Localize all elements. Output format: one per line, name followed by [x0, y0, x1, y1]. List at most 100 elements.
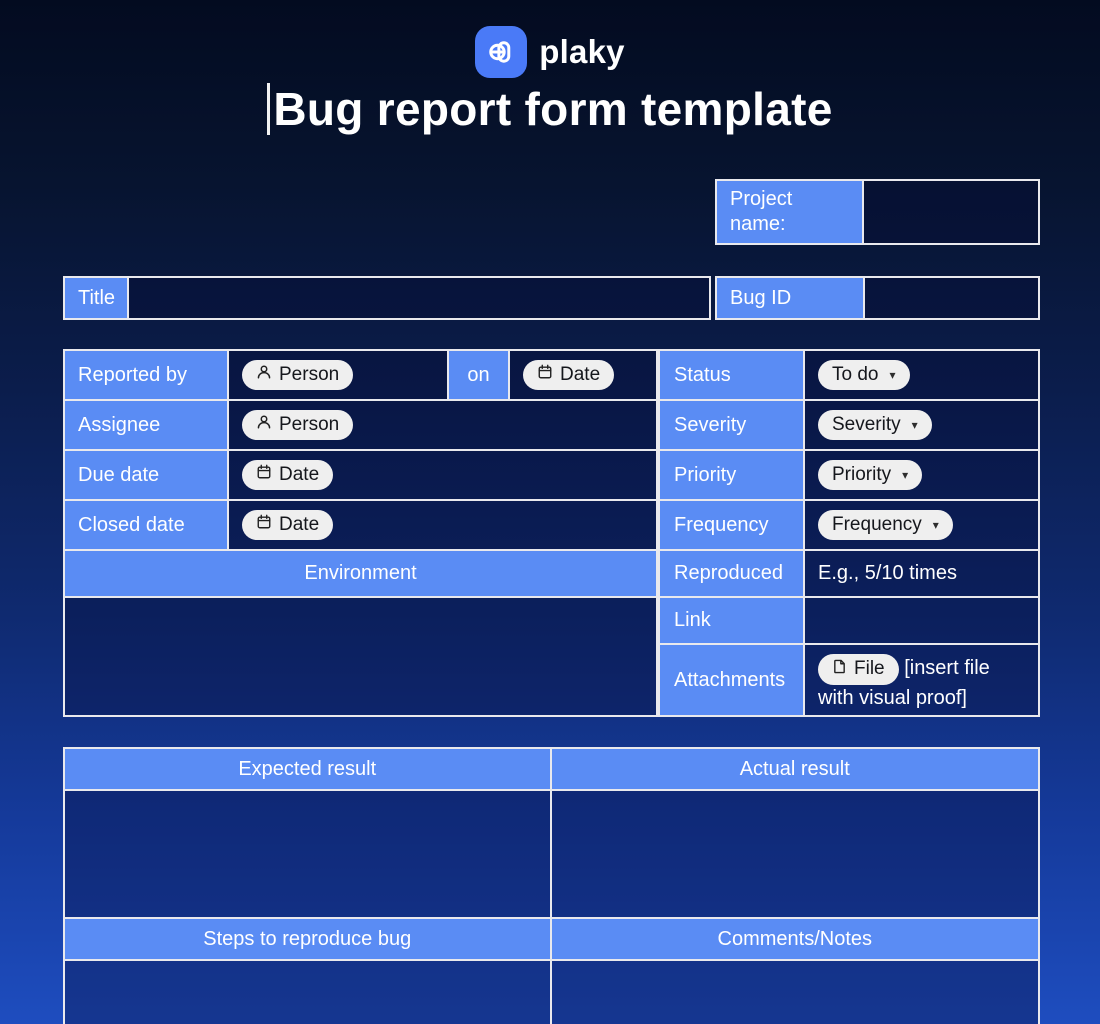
chip-label: Person [279, 363, 340, 385]
reported-by-person-chip[interactable]: Person [242, 359, 354, 391]
closed-date-field: Date [229, 501, 656, 549]
attachments-field: File [insert file with visual proof] [805, 645, 1038, 715]
expected-result-field[interactable] [65, 791, 552, 917]
results-table: Expected result Actual result Steps to r… [63, 747, 1040, 1024]
results-body-row [65, 791, 1038, 919]
actual-result-header: Actual result [551, 749, 1038, 789]
caret-down-icon: ▾ [889, 367, 896, 382]
title-field[interactable] [129, 278, 709, 318]
closed-date-chip[interactable]: Date [242, 509, 334, 541]
attachments-note: [insert file with visual proof] [818, 657, 990, 709]
environment-field[interactable] [65, 598, 656, 715]
attachments-row: Attachments File [insert file with [660, 645, 1038, 715]
frequency-label: Frequency [660, 501, 805, 549]
calendar-icon [256, 464, 272, 487]
chip-label: Date [279, 463, 320, 485]
bug-id-label: Bug ID [717, 278, 865, 318]
status-label: Status [660, 351, 805, 399]
due-date-row: Due date Date [65, 451, 656, 501]
comments-header: Comments/Notes [551, 919, 1038, 959]
attachments-file-chip[interactable]: File [818, 654, 899, 685]
chip-label: Date [279, 513, 320, 535]
due-date-field: Date [229, 451, 656, 499]
priority-dropdown[interactable]: Priority ▾ [818, 459, 923, 491]
reported-on-date-chip[interactable]: Date [523, 359, 615, 391]
severity-label: Severity [660, 401, 805, 449]
calendar-icon [256, 514, 272, 537]
link-field[interactable] [805, 598, 1038, 643]
frequency-dropdown[interactable]: Frequency ▾ [818, 509, 953, 541]
frequency-field: Frequency ▾ [805, 501, 1038, 549]
reported-on-field: Date [510, 351, 656, 399]
steps-header: Steps to reproduce bug [65, 919, 552, 959]
chip-label: Person [279, 413, 340, 435]
severity-dropdown[interactable]: Severity ▾ [818, 409, 932, 441]
plaky-logo-icon [475, 26, 528, 78]
project-name-table: Project name: [715, 179, 1040, 245]
details-table: Reported by Person on [63, 349, 658, 717]
bug-id-table: Bug ID [715, 276, 1040, 320]
on-label: on [449, 351, 510, 399]
text-cursor [267, 83, 271, 135]
status-dropdown[interactable]: To do ▾ [818, 359, 910, 391]
page-title[interactable]: Bug report form template [273, 83, 833, 135]
chip-label: Frequency [832, 513, 922, 535]
environment-value-row [65, 598, 656, 715]
due-date-label: Due date [65, 451, 229, 499]
actual-result-field[interactable] [551, 791, 1038, 917]
chip-label: Priority [832, 463, 892, 485]
steps-body-row [65, 961, 1038, 1024]
brand-header: plaky [0, 0, 1100, 78]
closed-date-row: Closed date Date [65, 501, 656, 551]
project-name-field[interactable] [864, 181, 1038, 243]
severity-field: Severity ▾ [805, 401, 1038, 449]
status-field: To do ▾ [805, 351, 1038, 399]
due-date-chip[interactable]: Date [242, 459, 334, 491]
priority-row: Priority Priority ▾ [660, 451, 1038, 501]
chip-label: Severity [832, 413, 901, 435]
brand-name: plaky [539, 33, 625, 70]
environment-header: Environment [65, 551, 656, 596]
link-label: Link [660, 598, 805, 643]
assignee-person-chip[interactable]: Person [242, 409, 354, 441]
severity-row: Severity Severity ▾ [660, 401, 1038, 451]
chip-label: To do [832, 363, 879, 385]
caret-down-icon: ▾ [911, 417, 918, 432]
steps-header-row: Steps to reproduce bug Comments/Notes [65, 919, 1038, 961]
priority-label: Priority [660, 451, 805, 499]
project-name-label: Project name: [717, 181, 864, 243]
status-table: Status To do ▾ Severity Severity ▾ [658, 349, 1040, 717]
assignee-label: Assignee [65, 401, 229, 449]
caret-down-icon: ▾ [932, 517, 939, 532]
frequency-row: Frequency Frequency ▾ [660, 501, 1038, 551]
title-label: Title [65, 278, 129, 318]
steps-field[interactable] [65, 961, 552, 1024]
chip-label: Date [560, 363, 601, 385]
reported-by-field: Person [229, 351, 449, 399]
person-icon [256, 364, 272, 387]
reported-by-label: Reported by [65, 351, 229, 399]
results-header-row: Expected result Actual result [65, 749, 1038, 791]
assignee-row: Assignee Person [65, 401, 656, 451]
reported-by-row: Reported by Person on [65, 351, 656, 401]
priority-field: Priority ▾ [805, 451, 1038, 499]
environment-header-row: Environment [65, 551, 656, 598]
closed-date-label: Closed date [65, 501, 229, 549]
bug-id-field[interactable] [865, 278, 1038, 318]
person-icon [256, 414, 272, 437]
attachments-label: Attachments [660, 645, 805, 715]
calendar-icon [537, 364, 553, 387]
title-table: Title [63, 276, 711, 320]
reproduced-row: Reproduced E.g., 5/10 times [660, 551, 1038, 598]
link-row: Link [660, 598, 1038, 645]
reproduced-label: Reproduced [660, 551, 805, 596]
comments-field[interactable] [551, 961, 1038, 1024]
status-row: Status To do ▾ [660, 351, 1038, 401]
assignee-field: Person [229, 401, 656, 449]
document-title-row: Bug report form template [0, 82, 1100, 136]
reproduced-field[interactable]: E.g., 5/10 times [805, 551, 1038, 596]
expected-result-header: Expected result [65, 749, 552, 789]
file-icon [832, 658, 847, 681]
caret-down-icon: ▾ [902, 467, 909, 482]
